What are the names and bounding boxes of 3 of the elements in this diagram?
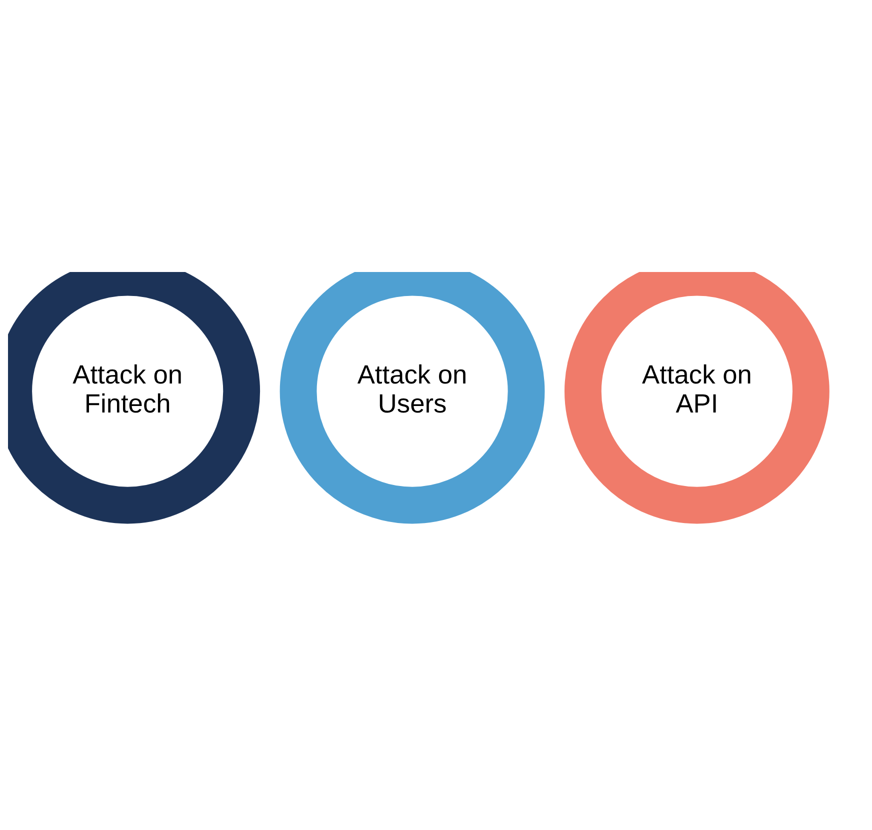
node-circle: Attack on API bbox=[564, 272, 830, 524]
node-circle: Attack on Fintech bbox=[8, 272, 260, 524]
node-circle: Attack on Users bbox=[280, 272, 545, 524]
